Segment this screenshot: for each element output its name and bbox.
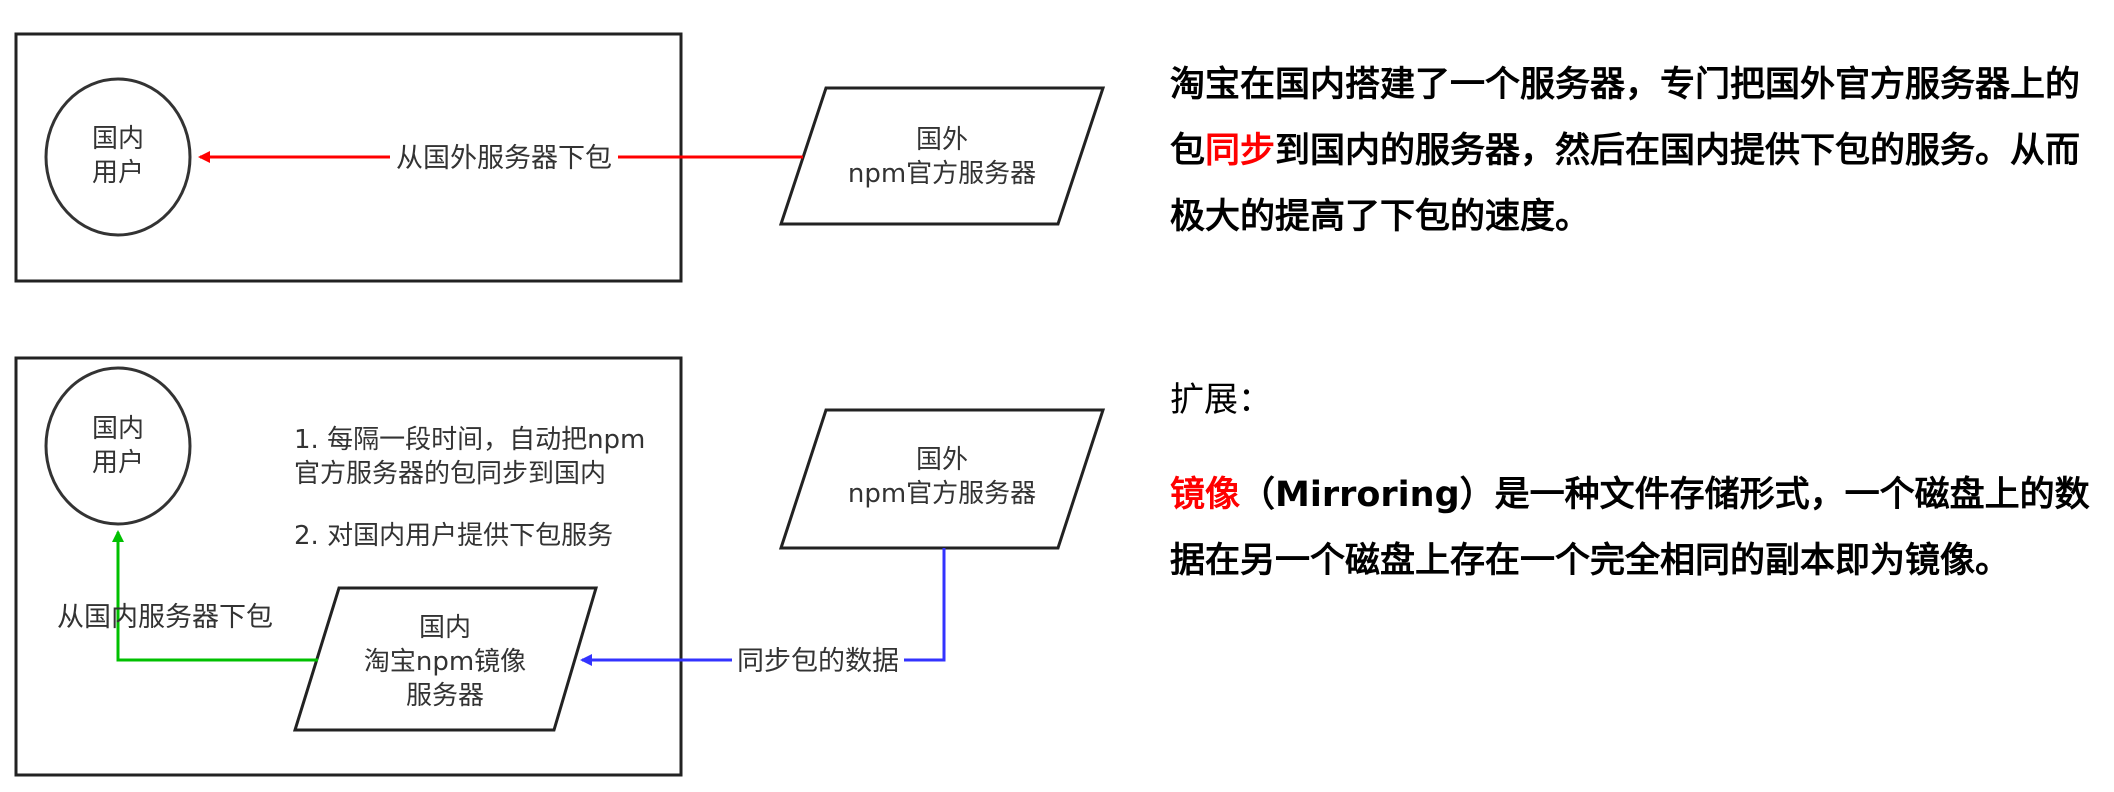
bottom-server-label-1: 国外	[916, 445, 968, 475]
top-edge-label-bg	[390, 140, 618, 174]
top-edge-label: 从国外服务器下包	[396, 143, 612, 174]
top-user-label-1: 国内	[92, 124, 144, 154]
description-paragraph-2: 镜像（Mirroring）是一种文件存储形式，一个磁盘上的数据在另一个磁盘上存在…	[1170, 462, 2090, 594]
diagram-canvas: 国内 用户 国外 npm官方服务器 从国外服务器下包 国内 用户 1. 每隔一段…	[14, 32, 1106, 777]
download-from-mirror-arrow	[112, 530, 318, 662]
top-user-label-2: 用户	[92, 158, 144, 188]
p1-text-a: 淘宝在国内搭建了一个服务器，专门把国外官方服务器上的包	[1170, 65, 2081, 171]
mirror-server-node	[292, 586, 599, 732]
bottom-user-label-2: 用户	[92, 448, 144, 478]
mirror-label-3: 服务器	[406, 681, 484, 711]
bottom-frame	[14, 356, 683, 777]
sync-edge-label: 同步包的数据	[737, 646, 899, 677]
mirror-label-1: 国内	[419, 613, 471, 643]
p2-highlight-mirror: 镜像	[1170, 475, 1241, 515]
bottom-user-node	[44, 366, 192, 526]
top-foreign-server-node	[778, 86, 1106, 226]
note-1-line-2: 官方服务器的包同步到国内	[294, 459, 606, 489]
sync-arrow	[580, 548, 946, 666]
p1-highlight-sync: 同步	[1205, 131, 1276, 171]
sync-edge-label-bg	[732, 643, 904, 677]
extension-title: 扩展：	[1170, 380, 1272, 420]
mirror-label-2: 淘宝npm镜像	[364, 647, 526, 677]
bottom-foreign-server-node	[778, 408, 1106, 550]
top-server-label-2: npm官方服务器	[848, 159, 1036, 189]
top-server-label-1: 国外	[916, 125, 968, 155]
note-1-line-1: 1. 每隔一段时间，自动把npm	[294, 425, 645, 455]
p2-text: （Mirroring）是一种文件存储形式，一个磁盘上的数据在另一个磁盘上存在一个…	[1170, 475, 2090, 581]
note-2: 2. 对国内用户提供下包服务	[294, 521, 613, 551]
description-paragraph-1: 淘宝在国内搭建了一个服务器，专门把国外官方服务器上的包同步到国内的服务器，然后在…	[1170, 52, 2090, 250]
p1-text-b: 到国内的服务器，然后在国内提供下包的服务。从而极大的提高了下包的速度。	[1170, 131, 2081, 237]
left-edge-label: 从国内服务器下包	[57, 602, 273, 633]
top-user-node	[44, 77, 192, 237]
bottom-user-label-1: 国内	[92, 414, 144, 444]
bottom-server-label-2: npm官方服务器	[848, 479, 1036, 509]
